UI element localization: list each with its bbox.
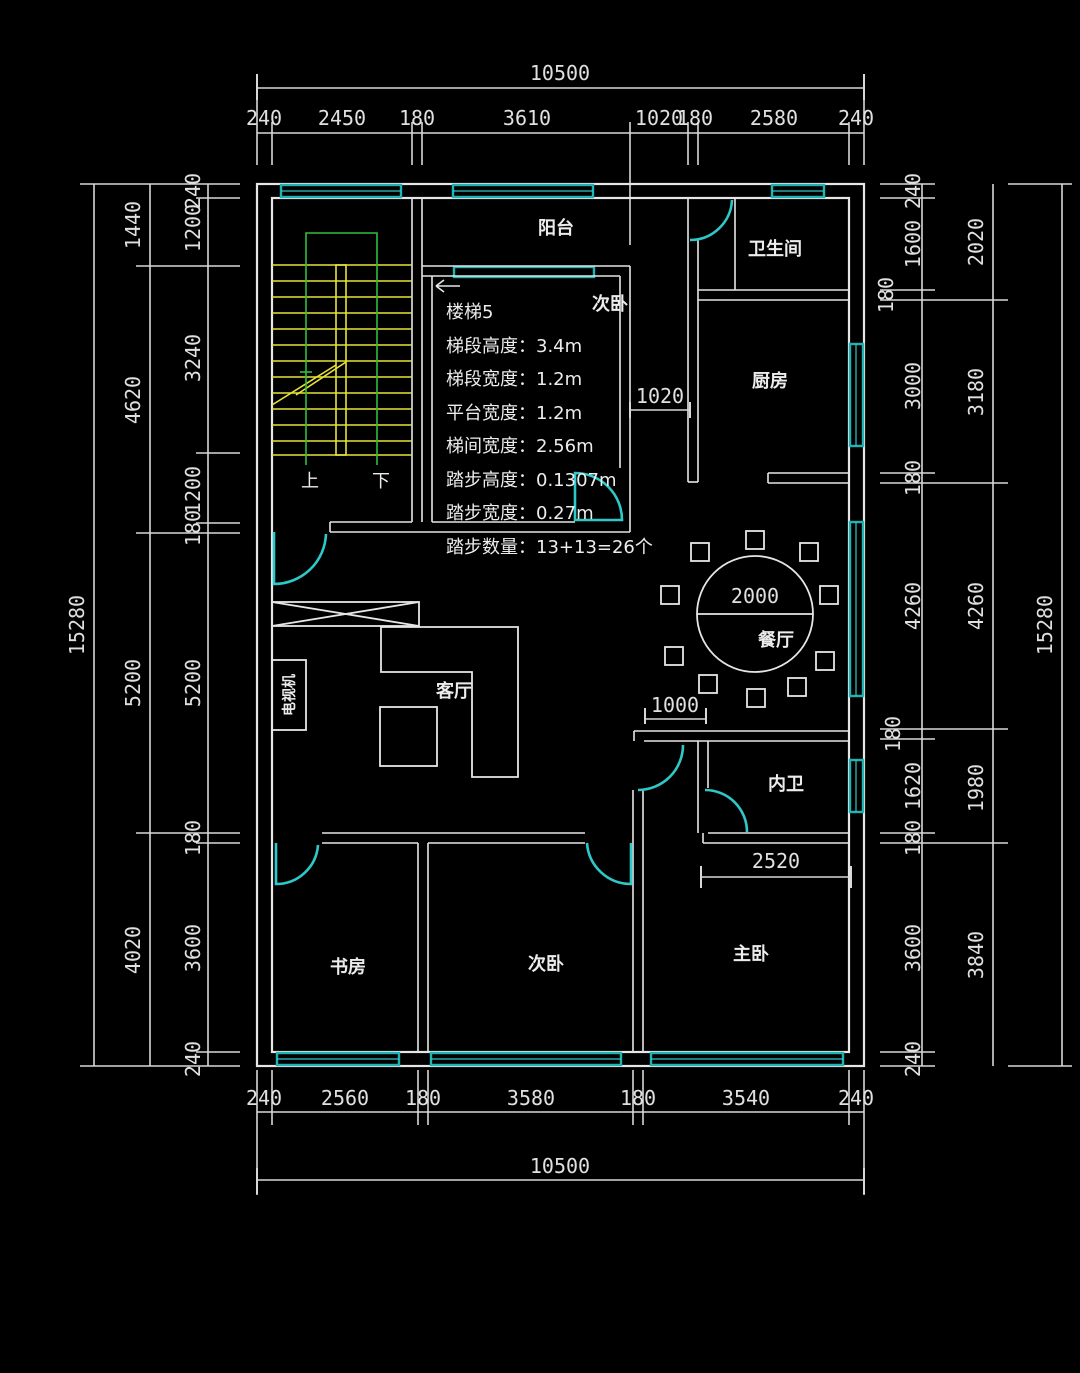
dim-1000-interior: 1000 (651, 693, 699, 717)
door-second-bedroom (585, 842, 633, 886)
top-seg-2: 180 (399, 106, 435, 130)
left-outer-0: 1440 (121, 201, 145, 249)
right-outer-4: 3840 (964, 931, 988, 979)
left-inner-6: 180 (181, 820, 205, 856)
right-inner-6: 180 (881, 716, 905, 752)
room-study: 书房 (330, 956, 366, 978)
dining-table (660, 530, 839, 708)
right-inner-10: 240 (901, 1041, 925, 1077)
left-total-dim: 15280 (65, 595, 89, 655)
room-second-bedroom: 次卧 (528, 953, 564, 975)
right-total-dim: 15280 (1033, 595, 1057, 655)
top-seg-4: 1020 (635, 106, 683, 130)
left-inner-4: 180 (181, 510, 205, 546)
staircase: 上 下 (271, 232, 412, 492)
right-outer-2: 4260 (964, 582, 988, 630)
right-inner-8: 180 (901, 820, 925, 856)
top-total-dim: 10500 (530, 61, 590, 85)
bottom-seg-4: 180 (620, 1086, 656, 1110)
door-bedroom-top (573, 471, 624, 522)
right-inner-1: 1600 (901, 220, 925, 268)
stair-info-7: 踏步数量：13+13=26个 (446, 537, 653, 558)
stair-info-2: 梯段宽度：1.2m (446, 369, 582, 390)
bottom-seg-1: 2560 (321, 1086, 369, 1110)
living-furniture: 电视机 (271, 601, 519, 778)
left-outer-1: 4620 (121, 376, 145, 424)
door-toilet (689, 199, 734, 242)
top-seg-5: 180 (677, 106, 713, 130)
right-inner-2: 180 (874, 277, 898, 313)
left-inner-0: 240 (181, 173, 205, 209)
right-inner-0: 240 (901, 173, 925, 209)
tv-unit (271, 659, 307, 731)
right-inner-7: 1620 (901, 762, 925, 810)
door-dining-corridor (637, 744, 685, 792)
top-dimensions: 10500 240 2450 180 3610 1020 180 2580 24… (246, 61, 874, 245)
room-dining: 餐厅 (757, 629, 794, 651)
top-seg-1: 2450 (318, 106, 366, 130)
left-inner-2: 3240 (181, 334, 205, 382)
left-outer-2: 5200 (121, 659, 145, 707)
coffee-table (379, 706, 438, 767)
left-inner-1: 1200 (181, 204, 205, 252)
bottom-seg-5: 3540 (722, 1086, 770, 1110)
interior-dimensions: 1020 2000 1000 2520 (629, 384, 852, 888)
room-master-bedroom: 主卧 (733, 943, 769, 965)
right-outer-3: 1980 (964, 764, 988, 812)
stair-info-3: 平台宽度：1.2m (446, 403, 582, 424)
bottom-dimensions: 240 2560 180 3580 180 3540 240 10500 (246, 1070, 874, 1195)
room-kitchen: 厨房 (752, 370, 788, 392)
left-inner-7: 3600 (181, 924, 205, 972)
bottom-total-dim: 10500 (530, 1154, 590, 1178)
right-inner-9: 3600 (901, 924, 925, 972)
door-inner-bath (704, 788, 749, 833)
sofa (380, 626, 519, 778)
bottom-seg-0: 240 (246, 1086, 282, 1110)
bottom-seg-2: 180 (405, 1086, 441, 1110)
room-balcony: 阳台 (538, 217, 574, 239)
dim-1020-interior: 1020 (636, 384, 684, 408)
tv-cabinet (271, 601, 420, 627)
stair-info: 楼梯5 梯段高度：3.4m 梯段宽度：1.2m 平台宽度：1.2m 梯间宽度：2… (435, 279, 653, 558)
left-inner-5: 5200 (181, 659, 205, 707)
room-labels: 阳台 卫生间 次卧 厨房 餐厅 客厅 内卫 书房 次卧 主卧 (330, 217, 804, 978)
room-toilet: 卫生间 (748, 238, 802, 260)
top-seg-6: 2580 (750, 106, 798, 130)
windows (275, 183, 865, 1067)
door-stair (272, 532, 328, 586)
right-outer-1: 3180 (964, 368, 988, 416)
dim-2520-interior: 2520 (752, 849, 800, 873)
stair-up-label: 上 (301, 471, 319, 492)
bottom-seg-3: 3580 (507, 1086, 555, 1110)
doors (272, 199, 749, 886)
left-inner-8: 240 (181, 1041, 205, 1077)
stair-info-6: 踏步宽度：0.27m (446, 503, 594, 524)
right-outer-0: 2020 (964, 218, 988, 266)
dim-2000-table: 2000 (731, 584, 779, 608)
room-living: 客厅 (436, 680, 472, 702)
right-inner-3: 3000 (901, 362, 925, 410)
door-study (274, 843, 320, 886)
room-second-bedroom-top: 次卧 (592, 293, 628, 315)
left-outer-3: 4020 (121, 926, 145, 974)
top-seg-7: 240 (838, 106, 874, 130)
stair-info-0: 楼梯5 (446, 302, 493, 323)
stair-down-label: 下 (372, 471, 390, 492)
outer-walls (255, 182, 866, 1068)
top-seg-0: 240 (246, 106, 282, 130)
top-seg-3: 3610 (503, 106, 551, 130)
stair-info-5: 踏步高度：0.1307m (446, 470, 617, 491)
right-inner-4: 180 (901, 460, 925, 496)
stair-info-1: 梯段高度：3.4m (446, 336, 582, 357)
stair-info-4: 梯间宽度：2.56m (446, 436, 594, 457)
right-inner-5: 4260 (901, 582, 925, 630)
bottom-seg-6: 240 (838, 1086, 874, 1110)
tv-label: 电视机 (281, 674, 298, 716)
room-inner-bath: 内卫 (768, 773, 804, 795)
left-dimensions: 15280 1440 4620 5200 4020 240 1200 3240 … (65, 173, 240, 1077)
interior-walls (271, 198, 849, 1052)
left-inner-3: 1200 (181, 466, 205, 514)
right-dimensions: 240 1600 180 3000 180 4260 180 1620 180 … (874, 173, 1072, 1077)
